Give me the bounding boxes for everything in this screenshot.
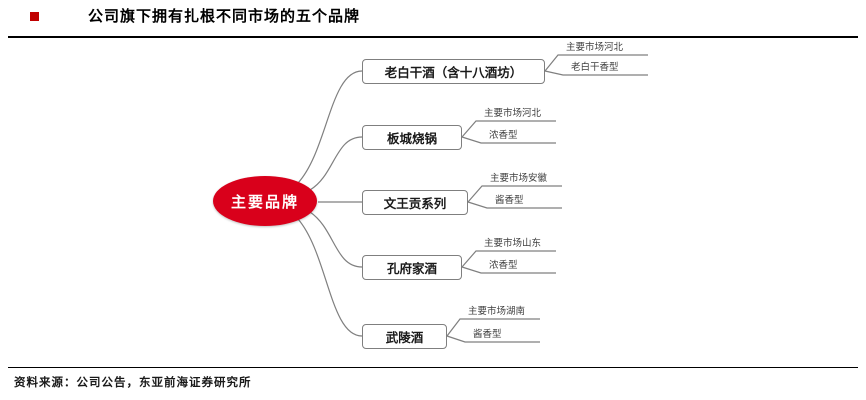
brand-node: 孔府家酒 [362,255,462,280]
type-label: 浓香型 [489,260,518,271]
type-label: 老白干香型 [571,62,619,73]
market-label: 主要市场河北 [484,108,542,119]
figure-title: 公司旗下拥有扎根不同市场的五个品牌 [88,7,361,25]
bottom-divider [8,367,858,368]
market-label: 主要市场河北 [566,42,624,53]
title-bullet-square [30,12,39,21]
brand-node: 文王贡系列 [362,190,468,215]
brand-node: 武陵酒 [362,324,447,349]
brand-node: 老白干酒（含十八酒坊） [362,59,545,84]
market-label: 主要市场安徽 [490,173,548,184]
type-label: 酱香型 [473,329,502,340]
type-label: 酱香型 [495,195,524,206]
market-label: 主要市场湖南 [468,306,526,317]
central-node: 主要品牌 [213,176,317,226]
top-divider [8,36,858,38]
source-note: 资料来源：公司公告，东亚前海证券研究所 [14,375,252,389]
brand-node: 板城烧锅 [362,125,462,150]
market-label: 主要市场山东 [484,238,542,249]
type-label: 浓香型 [489,130,518,141]
